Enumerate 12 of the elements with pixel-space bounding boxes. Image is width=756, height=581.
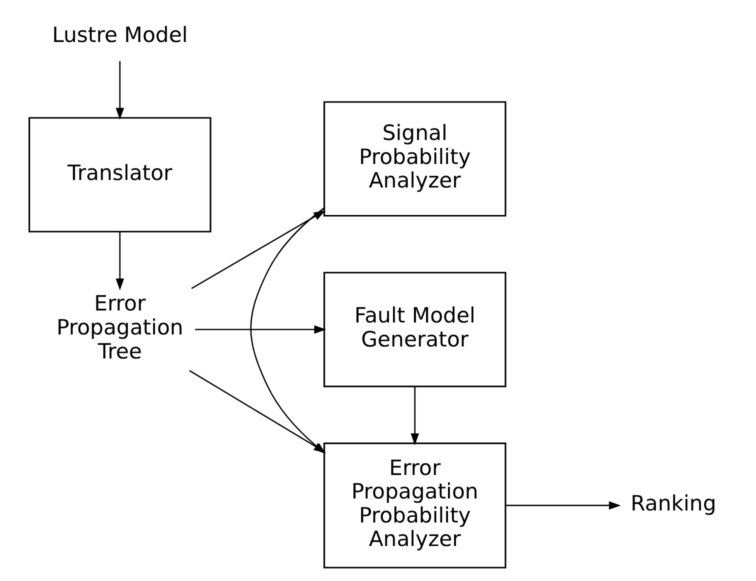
node-box: Error Propagation Probability Analyzer <box>322 442 506 568</box>
arrow <box>410 386 419 446</box>
arrow <box>194 325 326 334</box>
node-box: Signal Probability Analyzer <box>322 101 506 217</box>
node-box: Translator <box>28 117 211 232</box>
node-text: Lustre Model <box>52 22 188 48</box>
node-box: Fault Model Generator <box>322 272 506 388</box>
arrow <box>505 501 620 510</box>
arrow <box>115 61 124 120</box>
node-text: Ranking <box>630 490 716 516</box>
arrow <box>115 232 124 290</box>
node-text: Error Propagation Tree <box>56 290 183 364</box>
